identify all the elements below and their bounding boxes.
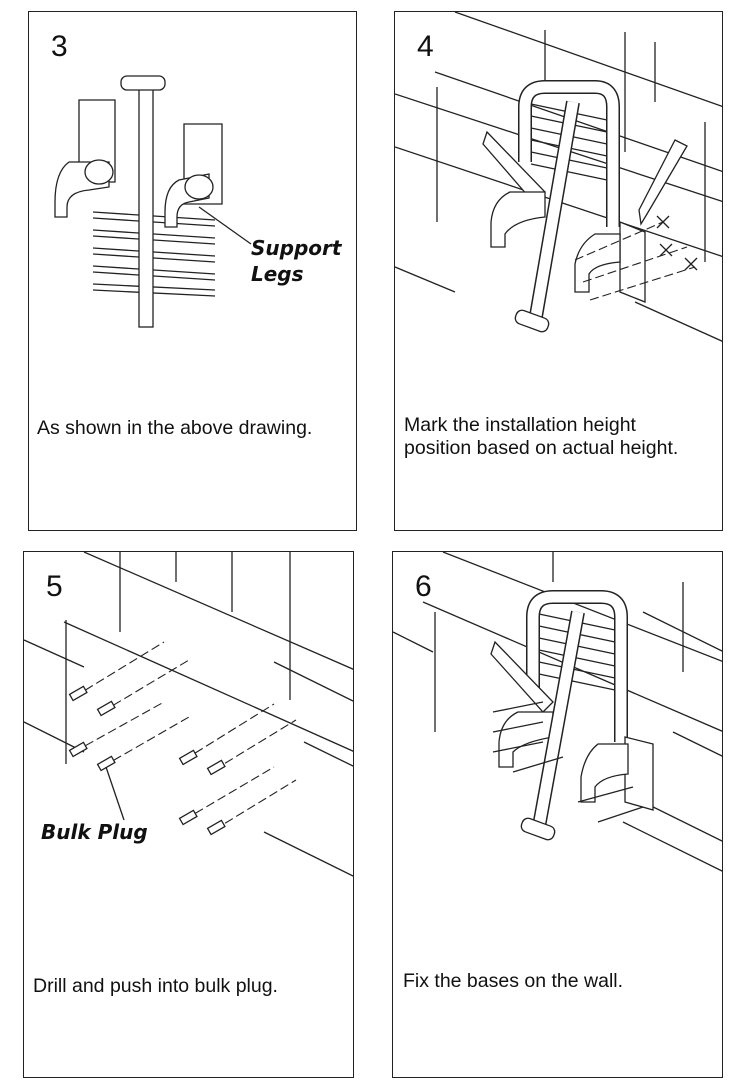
marking-height-illustration (395, 12, 722, 342)
folded-seat-illustration (54, 75, 252, 340)
step-caption: Drill and push into bulk plug. (33, 975, 278, 997)
fix-bases-illustration (393, 552, 722, 872)
step-number: 3 (51, 30, 68, 63)
step-6-panel: 6 Fix the bases on the wall. (392, 551, 723, 1078)
step-5-panel: 5 Bulk Plug Drill and push into bulk plu… (23, 551, 354, 1078)
step-number: 6 (415, 570, 432, 603)
step-number: 4 (417, 30, 434, 63)
step-caption: Fix the bases on the wall. (403, 970, 624, 992)
step-3-panel: 3 Support Legs As shown in the above dra… (28, 11, 357, 531)
step-caption: Mark the installation height position ba… (404, 414, 679, 459)
drill-plugs-illustration (24, 552, 353, 877)
step-4-panel: 4 Mark the installation height position … (394, 11, 723, 531)
bulk-plug-label: Bulk Plug (41, 820, 148, 844)
step-caption: As shown in the above drawing. (37, 417, 313, 439)
support-legs-label: Support Legs (251, 236, 342, 286)
step-number: 5 (46, 570, 63, 603)
